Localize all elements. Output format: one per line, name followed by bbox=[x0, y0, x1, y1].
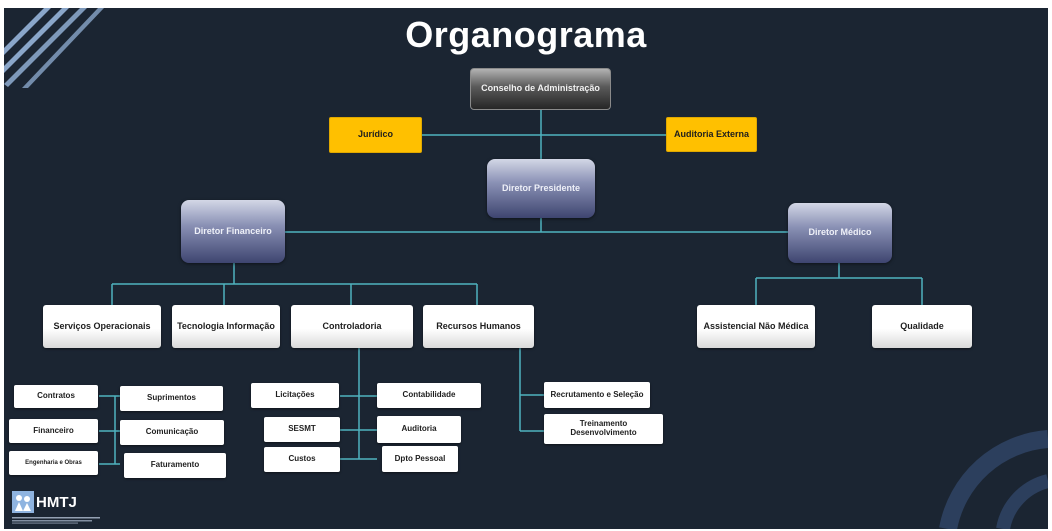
training-unit: Treinamento Desenvolvimento bbox=[544, 414, 663, 444]
care-dept-label: Assistencial Não Médica bbox=[703, 320, 809, 331]
hr-dept-box: Recursos Humanos bbox=[423, 305, 534, 348]
accounting-unit: Contabilidade bbox=[377, 383, 481, 408]
medical-director-label: Diretor Médico bbox=[808, 227, 872, 238]
hospital-logo-icon bbox=[12, 491, 34, 513]
billing-unit: Faturamento bbox=[124, 453, 226, 478]
procurement-unit: Licitações bbox=[251, 383, 339, 408]
hr-dept-label: Recursos Humanos bbox=[436, 320, 521, 331]
accounting-label: Contabilidade bbox=[402, 390, 456, 400]
care-dept-box: Assistencial Não Médica bbox=[697, 305, 815, 348]
slide: Organograma Conselho de Administração Ju… bbox=[4, 8, 1048, 529]
controlling-dept-label: Controladoria bbox=[322, 320, 382, 331]
costs-label: Custos bbox=[288, 454, 316, 464]
controlling-dept-box: Controladoria bbox=[291, 305, 413, 348]
sesmt-unit: SESMT bbox=[264, 417, 340, 442]
connector-lines bbox=[99, 108, 923, 465]
contracts-label: Contratos bbox=[37, 391, 75, 401]
logo-text: HMTJ bbox=[36, 493, 77, 511]
president-director-label: Diretor Presidente bbox=[501, 182, 581, 193]
external-audit-box: Auditoria Externa bbox=[666, 117, 757, 152]
supplies-label: Suprimentos bbox=[147, 393, 196, 403]
financial-director-label: Diretor Financeiro bbox=[194, 225, 272, 236]
audit-unit: Auditoria bbox=[377, 416, 461, 443]
costs-unit: Custos bbox=[264, 447, 340, 472]
procurement-label: Licitações bbox=[275, 390, 315, 400]
finance-label: Financeiro bbox=[33, 425, 74, 435]
financial-director-box: Diretor Financeiro bbox=[181, 200, 285, 263]
audit-label: Auditoria bbox=[401, 424, 437, 434]
services-dept-label: Serviços Operacionais bbox=[53, 320, 151, 331]
sesmt-label: SESMT bbox=[288, 424, 316, 434]
contracts-unit: Contratos bbox=[14, 385, 98, 408]
personnel-unit: Dpto Pessoal bbox=[382, 446, 458, 472]
page-title: Organograma bbox=[405, 14, 647, 55]
communication-unit: Comunicação bbox=[120, 420, 224, 445]
it-dept-label: Tecnologia Informação bbox=[177, 320, 275, 331]
recruitment-unit: Recrutamento e Seleção bbox=[544, 382, 650, 408]
finance-unit: Financeiro bbox=[9, 419, 98, 443]
hmtj-logo: HMTJ bbox=[12, 491, 77, 513]
billing-label: Faturamento bbox=[150, 460, 200, 470]
training-label: Treinamento Desenvolvimento bbox=[570, 419, 637, 437]
quality-dept-box: Qualidade bbox=[872, 305, 972, 348]
logo-tagline-graphic bbox=[12, 517, 100, 524]
board-box: Conselho de Administração bbox=[470, 68, 611, 110]
services-dept-box: Serviços Operacionais bbox=[43, 305, 161, 348]
president-director-box: Diretor Presidente bbox=[487, 159, 595, 218]
quality-dept-label: Qualidade bbox=[900, 320, 944, 331]
recruitment-label: Recrutamento e Seleção bbox=[550, 389, 644, 399]
engineering-label: Engenharia e Obras bbox=[25, 459, 82, 466]
external-audit-label: Auditoria Externa bbox=[673, 128, 749, 139]
medical-director-box: Diretor Médico bbox=[788, 203, 892, 263]
decorative-arcs bbox=[939, 430, 1048, 529]
legal-box: Jurídico bbox=[329, 117, 422, 153]
legal-label: Jurídico bbox=[357, 129, 393, 140]
engineering-unit: Engenharia e Obras bbox=[9, 451, 98, 475]
board-label: Conselho de Administração bbox=[481, 83, 600, 94]
personnel-label: Dpto Pessoal bbox=[394, 453, 446, 463]
communication-label: Comunicação bbox=[145, 427, 199, 437]
decorative-stripes bbox=[4, 8, 104, 88]
supplies-unit: Suprimentos bbox=[120, 386, 223, 411]
it-dept-box: Tecnologia Informação bbox=[172, 305, 280, 348]
